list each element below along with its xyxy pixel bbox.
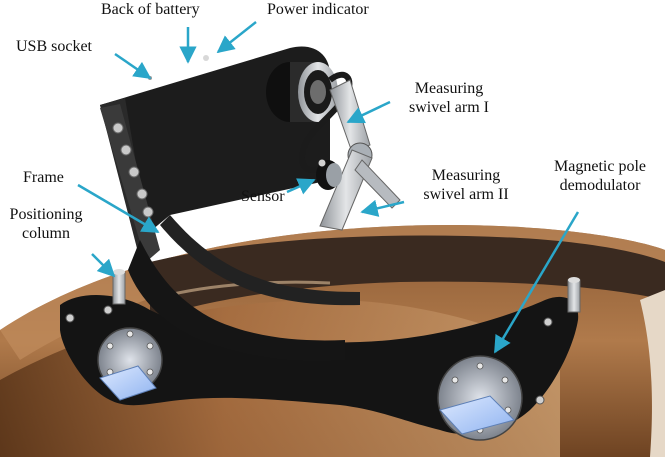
label-measuring-swivel-arm-2-line2: swivel arm II [423,186,509,203]
arrow-positioning-column [91,253,116,278]
arrow-sensor [286,178,316,195]
callout-arrows [77,21,580,354]
label-back-of-battery: Back of battery [101,1,200,18]
label-magnetic-pole-demodulator: Magnetic pole demodulator [541,157,659,195]
magnetic-pole-pad-right [437,355,523,441]
label-sensor: Sensor [241,188,285,205]
label-positioning-column-line1: Positioning [9,206,83,223]
positioning-column-left [112,269,126,305]
swivel-arm-2 [319,149,401,231]
label-measuring-swivel-arm-1: Measuring swivel arm I [394,79,504,117]
arrow-power-indicator [216,21,257,54]
positioning-column-right [567,277,581,313]
cable [298,71,353,173]
label-measuring-swivel-arm-2-line1: Measuring [431,167,501,184]
label-positioning-column-line2: column [22,225,70,242]
label-usb-socket: USB socket [16,38,92,55]
sensor-head [316,159,342,190]
label-measuring-swivel-arm-1-line2: swivel arm I [409,99,489,116]
arrow-frame [77,183,160,234]
arrow-swivel-arm-1 [346,100,391,124]
label-magnetic-pole-demodulator-line2: demodulator [559,177,641,194]
label-measuring-swivel-arm-1-line1: Measuring [414,80,484,97]
arrow-magnetic-pole-demodulator [493,211,580,354]
magnetic-pole-pad-left [97,327,163,401]
arrow-swivel-arm-2 [360,199,405,217]
base-bolts [65,305,553,405]
label-magnetic-pole-demodulator-line1: Magnetic pole [554,158,646,175]
arrow-usb-socket [114,52,152,80]
label-power-indicator: Power indicator [267,1,369,18]
label-frame: Frame [23,169,64,186]
label-positioning-column: Positioning column [0,205,92,243]
sensor-housing [266,62,338,122]
label-measuring-swivel-arm-2: Measuring swivel arm II [408,166,524,204]
